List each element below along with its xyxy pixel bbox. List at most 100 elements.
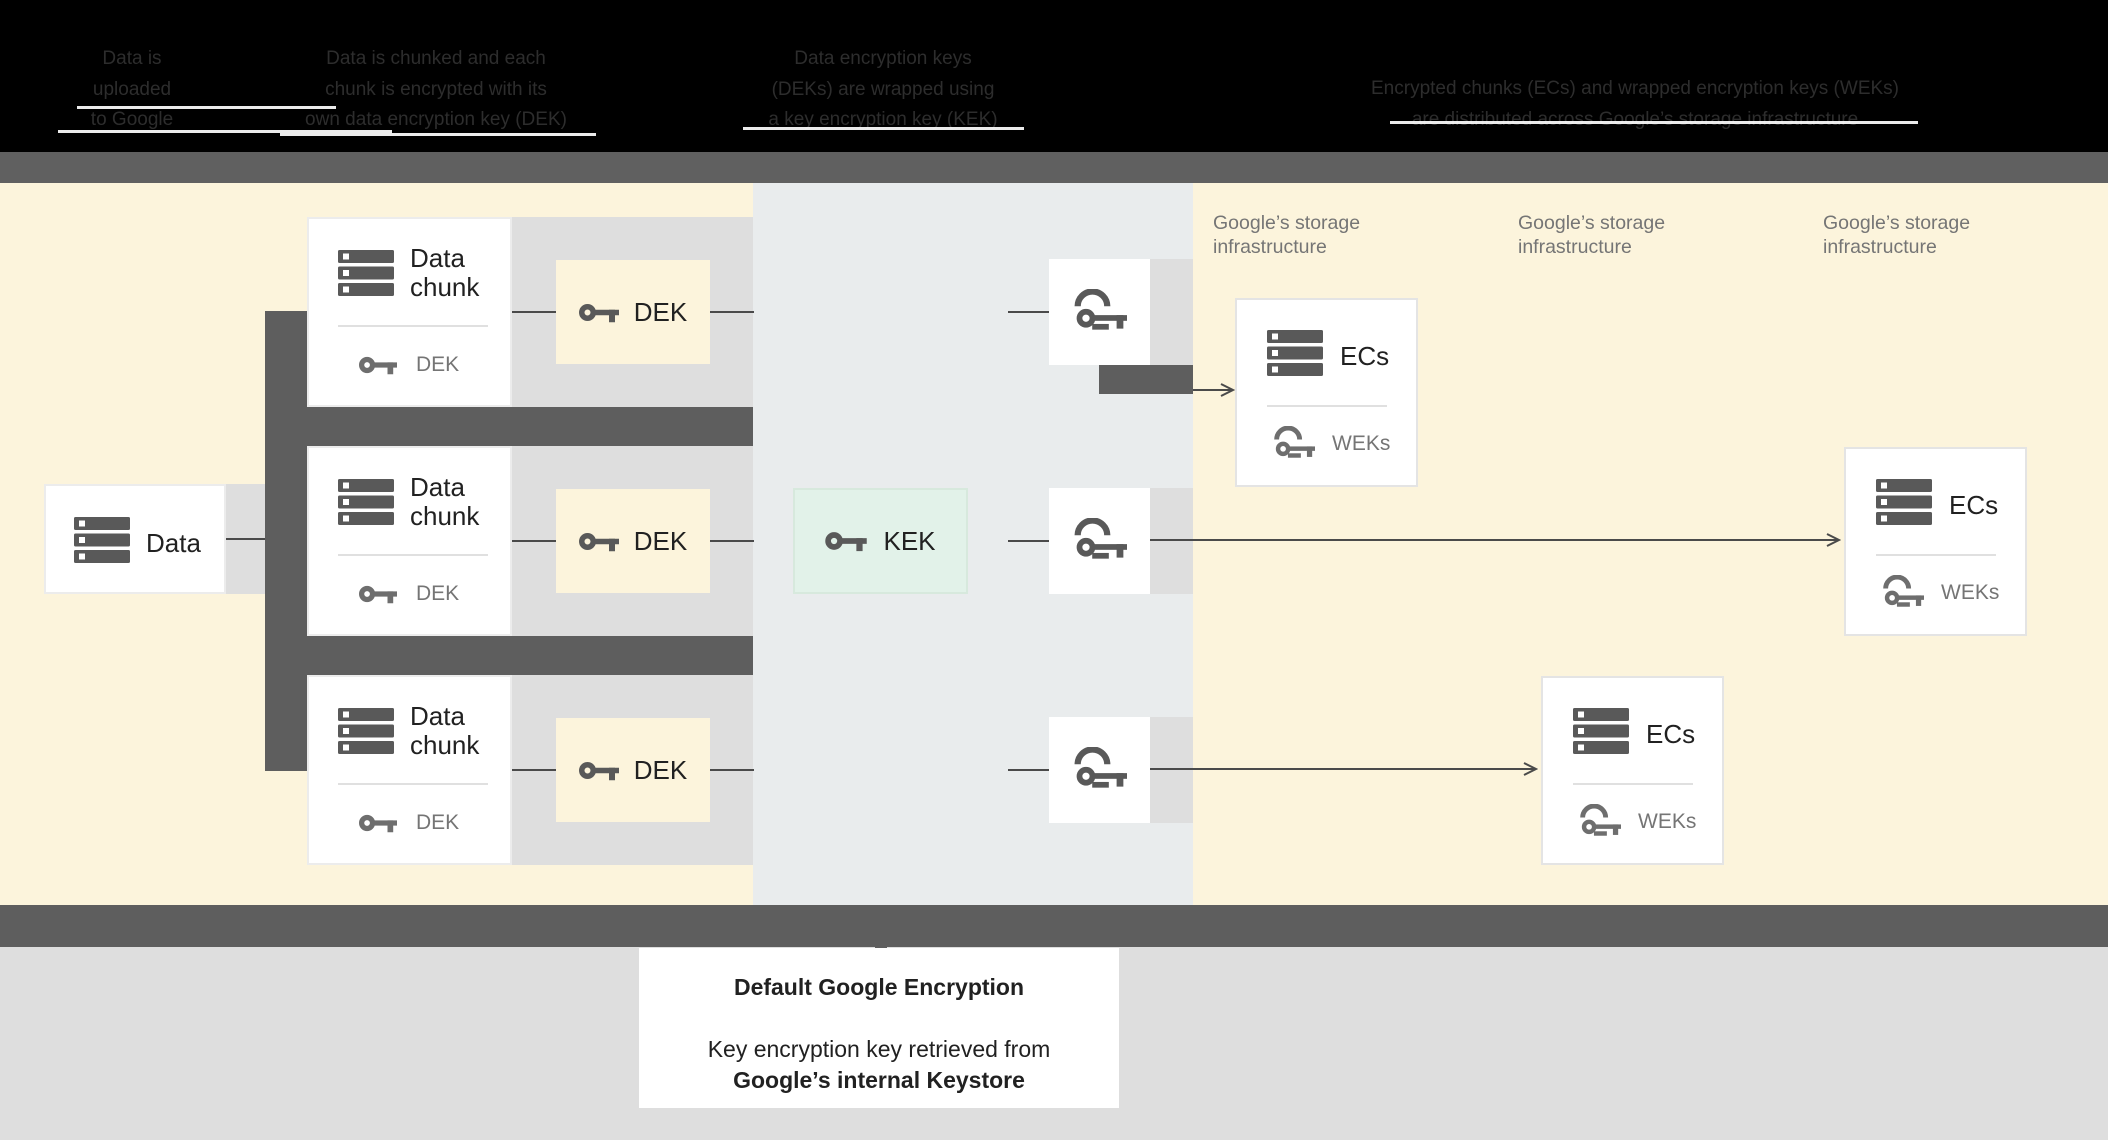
wrap-key-box [1049,259,1150,365]
glitch-streak [77,106,336,109]
header-step-3-line: (DEKs) are wrapped using [771,78,995,100]
key-icon [359,810,397,836]
row-connector-bar [265,636,753,675]
wrapped-key-icon [1074,518,1127,559]
ecs-wek-row: WEKs [1882,575,1999,611]
chunk-dek-label: DEK [416,582,460,605]
storage-label-line: Google’s storage [1213,212,1361,234]
glitch-streak [743,127,1024,130]
arrow-to-ecs-3 [1150,761,1538,777]
chunk-divider [338,325,488,327]
storage-label-line: infrastructure [1823,235,1937,258]
connector-line [512,540,556,542]
legend-line: Google’s internal Keystore [733,1067,1025,1093]
key-icon [359,352,397,378]
storage-infrastructure-label: Google’s storage infrastructure [1823,212,1970,259]
ecs-label: ECs [1340,341,1390,371]
key-icon [578,528,619,555]
row-connector-bar [265,407,753,446]
ecs-wek-label: WEKs [1332,432,1391,455]
storage-infrastructure-label: Google’s storage infrastructure [1518,212,1665,259]
header-step-2-line: chunk is encrypted with its [325,78,547,100]
glitch-streak [58,130,392,133]
header-step-4-line: Encrypted chunks (ECs) and wrapped encry… [1371,78,1899,99]
data-box: Data [44,484,226,594]
header-step-3-line: Data encryption keys [794,48,972,69]
wrapped-key-icon [1074,747,1127,788]
ecs-box: ECs WEKs [1541,676,1724,865]
separator-bar-bottom [0,905,2108,947]
chunk-dek-row: DEK [359,810,459,836]
data-connector-line [224,538,268,540]
ecs-wek-label: WEKs [1638,810,1697,833]
ecs-label: ECs [1646,719,1696,749]
wrapped-key-bar [1099,365,1193,394]
header-band: Data is uploaded to Google Data is chunk… [0,0,2108,152]
storage-label-line: Google’s storage [1823,212,1971,234]
storage-infrastructure-label: Google’s storage infrastructure [1213,212,1360,259]
ecs-divider [1267,405,1387,407]
ecs-wek-row: WEKs [1579,804,1696,840]
legend-box: Default Google Encryption Key encryption… [639,948,1119,1108]
key-icon [578,299,619,326]
wrapped-key-icon [1074,289,1127,330]
chunk-divider [338,783,488,785]
storage-label-line: infrastructure [1518,235,1632,258]
connector-line [710,311,754,313]
connector-line [1008,311,1049,313]
arrow-to-ecs-2 [1150,532,1841,548]
header-step-3: Data encryption keys (DEKs) are wrapped … [713,44,1053,136]
storage-icon [338,250,394,296]
dek-box-label: DEK [633,296,688,327]
kek-box: KEK [793,488,968,594]
header-step-4: Encrypted chunks (ECs) and wrapped encry… [1315,74,1955,135]
storage-icon [1573,708,1629,754]
header-step-4-line: are distributed across Google’s storage … [1411,108,1859,130]
storage-label-line: Google’s storage [1518,212,1666,234]
ecs-box: ECs WEKs [1235,298,1418,487]
connector-line [710,540,754,542]
storage-icon [338,479,394,525]
ecs-wek-row: WEKs [1273,426,1390,462]
ecs-wek-label: WEKs [1941,581,2000,604]
wrapped-key-icon [1579,804,1621,840]
header-step-2: Data is chunked and each chunk is encryp… [266,44,606,136]
data-chunk-box: Data chunk DEK [307,217,512,407]
header-step-1-line: uploaded [92,78,172,100]
wrap-key-box [1049,488,1150,594]
ecs-divider [1573,783,1693,785]
chunk-dek-label: DEK [416,811,460,834]
key-icon [825,527,868,555]
key-band [1150,259,1193,365]
connector-line [512,311,556,313]
data-chunk-label: Data chunk [410,243,480,302]
ecs-divider [1876,554,1996,556]
header-step-1: Data is uploaded to Google [22,44,242,136]
header-step-3-line: a key encryption key (KEK) [768,109,998,130]
glitch-streak [1390,121,1918,124]
legend-title: Default Google Encryption [733,974,1025,1000]
storage-icon [1267,330,1323,376]
ecs-box: ECs WEKs [1844,447,2027,636]
wrapped-key-icon [1882,575,1924,611]
arrow-to-ecs-1 [1193,382,1235,398]
data-chunk-box: Data chunk DEK [307,446,512,636]
legend-line: Key encryption key retrieved from [707,1036,1051,1062]
key-icon [359,581,397,607]
separator-bar-top [0,152,2108,183]
dek-box: DEK [556,718,710,822]
header-step-1-line: Data is [102,48,162,69]
key-icon [578,757,619,784]
connector-line [1008,769,1049,771]
storage-icon [1876,479,1932,525]
kek-box-label: KEK [883,525,936,556]
dek-box-label: DEK [633,754,688,785]
ecs-label: ECs [1949,490,1999,520]
header-step-2-line: Data is chunked and each [326,48,546,69]
glitch-streak [280,133,596,136]
connector-line [512,769,556,771]
header-step-2-line: own data encryption key (DEK) [305,109,567,130]
data-chunk-box: Data chunk DEK [307,675,512,865]
data-box-label: Data [146,528,201,558]
